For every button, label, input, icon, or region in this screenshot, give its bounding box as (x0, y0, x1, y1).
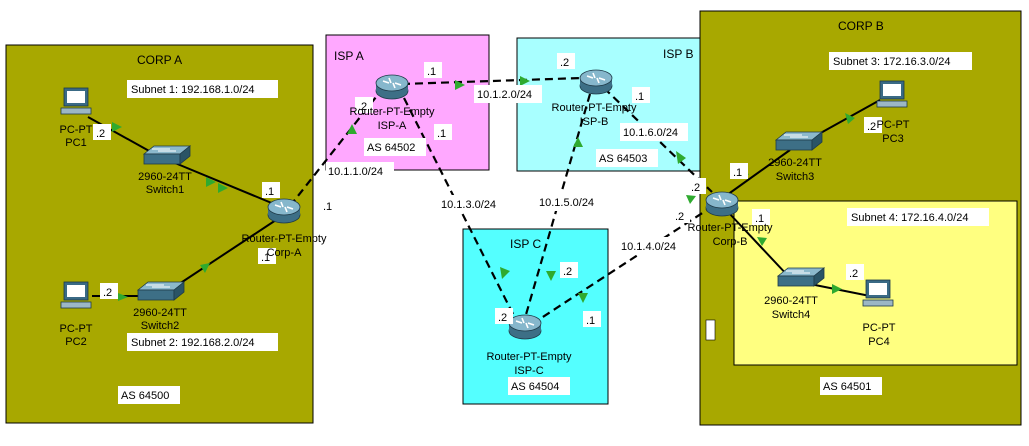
ip-pc4: .2 (849, 268, 858, 280)
network-10-1-3-label: 10.1.3.0/24 (441, 199, 496, 211)
ip-ispa-ispc: .1 (437, 128, 446, 140)
ip-corpb-ispc: .2 (675, 211, 684, 223)
isp-a-title: ISP A (334, 49, 364, 63)
switch4-type-label: 2960-24TT (764, 295, 818, 307)
link-corpb-switch3 (719, 149, 791, 201)
network-10-1-1-label: 10.1.1.0/24 (328, 166, 383, 178)
network-10-1-4-label: 10.1.4.0/24 (621, 241, 676, 253)
subnet4-label: Subnet 4: 172.16.4.0/24 (851, 212, 968, 224)
link-ispc-corpb (531, 207, 711, 325)
link-switch2-corpa (169, 219, 277, 291)
ip-pc3: .2 (867, 121, 876, 133)
link-ispb-corpb (603, 87, 713, 193)
pc2-name-label: PC2 (65, 336, 86, 348)
ip-ispc-corpb: .1 (586, 315, 595, 327)
isp-a-router-icon[interactable] (375, 74, 409, 100)
corp-b-router-icon[interactable] (705, 191, 739, 217)
pc1-name-label: PC1 (65, 137, 86, 149)
corp-a-as: AS 64500 (121, 390, 169, 402)
pc3-name-label: PC3 (882, 133, 903, 145)
pc3-type-label: PC-PT (877, 119, 910, 131)
subnet2-label: Subnet 2: 192.168.2.0/24 (131, 337, 255, 349)
switch2-type-label: 2960-24TT (133, 307, 187, 319)
small-marker (705, 319, 716, 341)
subnet1-label: Subnet 1: 192.168.1.0/24 (131, 84, 255, 96)
ip-ispa-corp: .2 (358, 101, 367, 113)
isp-c-name-label: ISP-C (514, 365, 543, 377)
ip-ispb-corpb: .1 (635, 91, 644, 103)
pc1-type-label: PC-PT (60, 124, 93, 136)
network-10-1-5-label: 10.1.5.0/24 (539, 197, 594, 209)
corp-b-title: CORP B (838, 19, 884, 33)
corp-b-name-label: Corp-B (713, 236, 748, 248)
isp-c-title: ISP C (510, 237, 541, 251)
pc2-type-label: PC-PT (60, 323, 93, 335)
switch3-icon[interactable] (775, 131, 823, 151)
switch1-type-label: 2960-24TT (138, 171, 192, 183)
ip-pc2: .2 (103, 287, 112, 299)
corp-a-title: CORP A (137, 53, 182, 67)
switch1-name-label: Switch1 (146, 184, 185, 196)
isp-a-as: AS 64502 (367, 142, 415, 154)
switch2-icon[interactable] (137, 281, 185, 301)
pc4-icon[interactable] (862, 279, 894, 307)
corp-a-type-label: Router-PT-Empty (242, 233, 327, 245)
pc4-name-label: PC4 (868, 336, 889, 348)
switch3-type-label: 2960-24TT (768, 157, 822, 169)
isp-a-type-label: Router-PT-Empty (350, 106, 435, 118)
pc2-icon[interactable] (60, 281, 92, 309)
link-ispa-ispb (401, 76, 583, 86)
isp-a-name-label: ISP-A (378, 120, 407, 132)
ip-ispa-ispb: .1 (427, 66, 436, 78)
ip-corpa-isp: .1 (323, 201, 332, 213)
switch3-name-label: Switch3 (776, 171, 815, 183)
ip-pc1: .2 (96, 128, 105, 140)
link-corpb-switch4 (727, 211, 791, 279)
isp-b-name-label: ISP-B (580, 116, 609, 128)
corp-b-as: AS 64501 (823, 381, 871, 393)
ip-corpa-bottom: .1 (261, 252, 270, 264)
pc3-icon[interactable] (876, 80, 908, 108)
isp-b-as: AS 64503 (599, 153, 647, 165)
corp-a-name-label: Corp-A (267, 247, 303, 259)
switch2-name-label: Switch2 (141, 320, 180, 332)
pc4-type-label: PC-PT (863, 322, 896, 334)
ip-ispc-ispa: .2 (498, 312, 507, 324)
switch4-icon[interactable] (777, 267, 825, 287)
ip-ispc-ispb: .2 (563, 266, 572, 278)
ip-corpa-top: .1 (265, 186, 274, 198)
subnet3-label: Subnet 3: 172.16.3.0/24 (833, 56, 950, 68)
ip-ispb-ispa: .2 (560, 57, 569, 69)
isp-b-type-label: Router-PT-Empty (552, 102, 637, 114)
isp-c-router-icon[interactable] (508, 314, 542, 340)
pc1-icon[interactable] (60, 87, 92, 115)
label-backgrounds (93, 52, 989, 404)
network-10-1-6-label: 10.1.6.0/24 (623, 127, 678, 139)
ip-corpb-ispb: .2 (691, 182, 700, 194)
switch4-name-label: Switch4 (772, 309, 811, 321)
isp-c-as: AS 64504 (511, 381, 559, 393)
isp-c-type-label: Router-PT-Empty (487, 351, 572, 363)
ip-corpb-sw4: .1 (755, 213, 764, 225)
network-10-1-2-label: 10.1.2.0/24 (477, 89, 532, 101)
isp-b-title: ISP B (663, 47, 693, 61)
isp-b-area (516, 37, 701, 172)
corp-a-area (5, 44, 314, 424)
ip-corpb-sw3: .1 (733, 167, 742, 179)
link-switch1-corpa (174, 162, 275, 205)
isp-b-router-icon[interactable] (579, 69, 613, 95)
switch1-icon[interactable] (143, 145, 191, 165)
corp-b-type-label: Router-PT-Empty (688, 222, 773, 234)
corp-a-router-icon[interactable] (267, 198, 301, 224)
